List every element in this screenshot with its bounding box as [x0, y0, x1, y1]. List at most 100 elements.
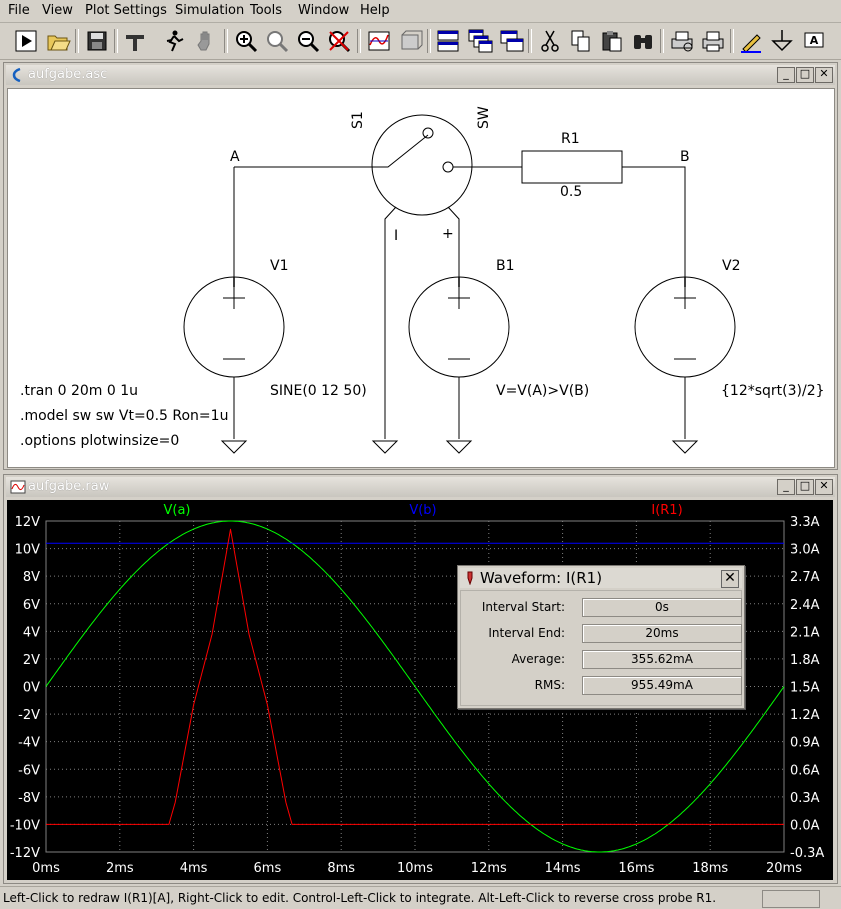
x-tick-label: 6ms: [254, 861, 282, 876]
plot-maximize-button[interactable]: □: [796, 479, 814, 495]
y-left-tick-label: -10V: [10, 818, 40, 833]
zoom-in-icon[interactable]: [232, 27, 260, 55]
switch-name-label[interactable]: S1: [350, 111, 366, 129]
menu-tools[interactable]: Tools: [250, 3, 283, 18]
halt-icon[interactable]: [160, 27, 188, 55]
plot-settings-icon[interactable]: [396, 27, 424, 55]
x-tick-label: 18ms: [692, 861, 728, 876]
y-left-tick-label: -2V: [18, 708, 40, 723]
y-left-tick-label: -6V: [18, 763, 40, 778]
copy-icon[interactable]: [567, 27, 595, 55]
menu-window[interactable]: Window: [298, 3, 350, 18]
schematic-canvas[interactable]: A B S1 SW R1 0.5 I + V1 B1 V2 SINE(0 12 …: [7, 88, 835, 468]
resistor-name-label[interactable]: R1: [561, 131, 580, 147]
schematic-app-icon: [12, 67, 21, 83]
y-right-tick-label: 2.1A: [790, 625, 820, 640]
cut-icon[interactable]: [536, 27, 564, 55]
b1-name-label[interactable]: B1: [496, 258, 515, 274]
switch-plus-label: +: [442, 226, 454, 242]
paste-icon[interactable]: [598, 27, 626, 55]
y-right-tick-label: 3.0A: [790, 543, 820, 558]
status-bar: Left-Click to redraw I(R1)[A], Right-Cli…: [0, 886, 841, 909]
interval-start-label: Interval Start:: [481, 600, 565, 614]
save-icon[interactable]: [83, 27, 111, 55]
legend-label-0: V(a): [163, 503, 190, 518]
schematic-title: aufgabe.asc: [28, 67, 108, 82]
series-ir1-line: [46, 528, 784, 825]
zoom-out-icon[interactable]: [294, 27, 322, 55]
status-indicator: [762, 890, 820, 908]
print-preview-icon[interactable]: [668, 27, 696, 55]
y-left-tick-label: 0V: [23, 681, 40, 696]
probe-icon: [467, 571, 473, 585]
y-left-tick-label: 8V: [23, 570, 40, 585]
x-tick-label: 8ms: [327, 861, 355, 876]
x-tick-label: 14ms: [545, 861, 581, 876]
autorange-icon[interactable]: [365, 27, 393, 55]
legend-label-1: V(b): [409, 503, 436, 518]
label-net-icon[interactable]: A: [800, 27, 828, 55]
waveform-dialog-titlebar[interactable]: Waveform: I(R1) ✕: [460, 568, 742, 588]
y-right-tick-label: 0.0A: [790, 818, 820, 833]
waveform-dialog-title: Waveform: I(R1): [480, 569, 603, 587]
interval-end-value: 20ms: [582, 624, 742, 643]
v2-value-label[interactable]: {12*sqrt(3)/2}: [721, 383, 825, 399]
node-label-b[interactable]: B: [680, 149, 690, 165]
status-text: Left-Click to redraw I(R1)[A], Right-Cli…: [3, 891, 717, 905]
tile-icon[interactable]: [434, 27, 462, 55]
v1-value-label[interactable]: SINE(0 12 50): [270, 383, 367, 399]
y-left-tick-label: 2V: [23, 653, 40, 668]
rms-value: 955.49mA: [582, 676, 742, 695]
menu-file[interactable]: File: [8, 3, 30, 18]
maximize-button[interactable]: □: [796, 67, 814, 83]
print-icon[interactable]: [699, 27, 727, 55]
y-right-tick-label: 0.6A: [790, 763, 820, 778]
y-left-tick-label: -4V: [18, 736, 40, 751]
draw-wire-icon[interactable]: [737, 27, 765, 55]
menu-simulation[interactable]: Simulation: [175, 3, 245, 18]
schematic-drawing: [183, 114, 736, 454]
average-label: Average:: [511, 652, 565, 666]
y-right-tick-label: 1.2A: [790, 708, 820, 723]
zoom-cancel-icon[interactable]: [325, 27, 353, 55]
b1-value-label[interactable]: V=V(A)>V(B): [496, 383, 590, 399]
waveform-dialog-close-button[interactable]: ✕: [721, 570, 739, 588]
menu-plot-settings[interactable]: Plot Settings: [85, 3, 167, 18]
menu-view[interactable]: View: [42, 3, 73, 18]
directive-tran[interactable]: .tran 0 20m 0 1u: [20, 383, 138, 399]
y-left-tick-label: 4V: [23, 625, 40, 640]
cascade-icon[interactable]: [466, 27, 494, 55]
y-right-tick-label: -0.3A: [790, 846, 824, 861]
open-icon[interactable]: [44, 27, 72, 55]
hand-icon[interactable]: [193, 27, 221, 55]
control-panel-icon[interactable]: [121, 27, 149, 55]
find-icon[interactable]: [629, 27, 657, 55]
y-right-tick-label: 3.3A: [790, 515, 820, 530]
menu-help[interactable]: Help: [360, 3, 390, 18]
y-right-tick-label: 0.9A: [790, 736, 820, 751]
x-tick-label: 20ms: [766, 861, 802, 876]
x-tick-label: 0ms: [32, 861, 60, 876]
v1-name-label[interactable]: V1: [270, 258, 289, 274]
directive-model[interactable]: .model sw sw Vt=0.5 Ron=1u: [20, 408, 229, 424]
close-button[interactable]: ✕: [815, 67, 833, 83]
node-label-a[interactable]: A: [230, 149, 240, 165]
zoom-full-icon[interactable]: [263, 27, 291, 55]
resistor-value-label[interactable]: 0.5: [560, 184, 583, 200]
close-windows-icon[interactable]: [497, 27, 525, 55]
minimize-button[interactable]: _: [777, 67, 795, 83]
v2-name-label[interactable]: V2: [722, 258, 741, 274]
plot-minimize-button[interactable]: _: [777, 479, 795, 495]
svg-text:A: A: [810, 34, 819, 47]
switch-model-label[interactable]: SW: [476, 106, 492, 129]
plot-close-button[interactable]: ✕: [815, 479, 833, 495]
y-right-tick-label: 2.7A: [790, 570, 820, 585]
switch-minus-label: I: [394, 228, 399, 244]
y-right-tick-label: 1.5A: [790, 681, 820, 696]
legend-label-2: I(R1): [651, 503, 682, 518]
y-left-tick-label: 10V: [15, 543, 41, 558]
directive-options[interactable]: .options plotwinsize=0: [20, 433, 180, 449]
run-icon[interactable]: [12, 27, 40, 55]
ground-icon[interactable]: [768, 27, 796, 55]
